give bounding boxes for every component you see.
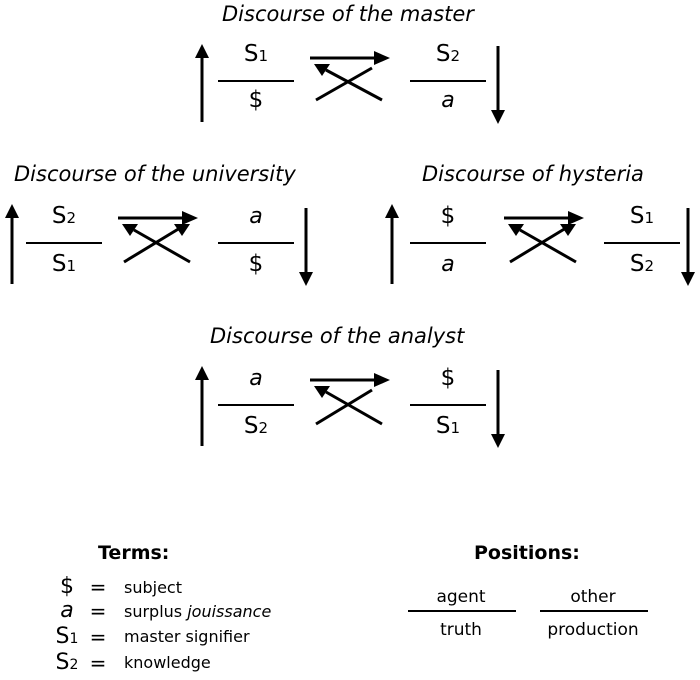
term-symbol-s2: S2 — [55, 650, 79, 675]
production-term: S1 — [435, 413, 461, 439]
term-symbol-barred-s: $ — [60, 574, 74, 599]
down-arrow-icon — [299, 208, 313, 286]
cross-arrows-icon — [314, 64, 383, 102]
fraction-bar — [410, 404, 486, 406]
positions-heading: Positions: — [474, 542, 580, 564]
fraction-bar — [410, 80, 486, 82]
production-term: a — [441, 88, 455, 113]
equals-sign: = — [89, 575, 107, 599]
fraction-bar — [218, 242, 294, 244]
production-term: $ — [248, 251, 264, 277]
cross-arrows-icon — [314, 386, 383, 426]
discourse-university-title: Discourse of the university — [14, 162, 296, 186]
truth-term: $ — [248, 87, 264, 113]
fraction-bar — [604, 242, 680, 244]
down-arrow-icon — [491, 370, 505, 448]
up-arrow-icon — [195, 366, 209, 446]
agent-term: a — [249, 366, 263, 391]
position-other-label: other — [570, 587, 616, 607]
truth-term: a — [441, 252, 455, 277]
term-surplus-jouissance-label: surplus jouissance — [124, 602, 272, 621]
terms-heading: Terms: — [98, 542, 170, 564]
up-arrow-icon — [195, 44, 209, 122]
down-arrow-icon — [681, 208, 695, 286]
term-symbol-s1: S1 — [55, 624, 79, 649]
production-term: S2 — [629, 251, 655, 277]
truth-term: S1 — [51, 251, 77, 277]
term-master-signifier-label: master signifier — [124, 627, 250, 646]
position-truth-label: truth — [440, 620, 482, 640]
agent-term: S1 — [243, 41, 269, 67]
down-arrow-icon — [491, 46, 505, 124]
fraction-bar — [410, 242, 486, 244]
agent-term: S2 — [51, 203, 77, 229]
equals-sign: = — [89, 651, 107, 675]
agent-other-arrow-icon — [310, 373, 390, 387]
fraction-bar — [218, 80, 294, 82]
cross-arrows-icon — [508, 224, 577, 264]
other-term: S2 — [435, 41, 461, 67]
agent-term: $ — [440, 203, 456, 229]
agent-other-arrow-icon — [118, 211, 198, 225]
other-term: a — [249, 204, 263, 229]
truth-term: S2 — [243, 413, 269, 439]
other-term: $ — [440, 365, 456, 391]
fraction-bar — [218, 404, 294, 406]
equals-sign: = — [89, 599, 107, 623]
discourse-analyst-title: Discourse of the analyst — [210, 324, 465, 348]
cross-arrows-icon — [122, 224, 191, 264]
position-agent-label: agent — [436, 587, 486, 607]
equals-sign: = — [89, 625, 107, 649]
agent-other-arrow-icon — [310, 51, 390, 65]
up-arrow-icon — [5, 204, 19, 284]
discourse-master-title: Discourse of the master — [222, 2, 474, 26]
agent-other-arrow-icon — [504, 211, 584, 225]
term-knowledge-label: knowledge — [124, 653, 211, 672]
term-symbol-a: a — [60, 598, 74, 623]
term-subject-label: subject — [124, 578, 182, 597]
up-arrow-icon — [385, 204, 399, 284]
fraction-bar — [26, 242, 102, 244]
fraction-bar — [408, 610, 516, 612]
other-term: S1 — [629, 203, 655, 229]
position-production-label: production — [547, 620, 639, 640]
fraction-bar — [540, 610, 648, 612]
discourse-hysteria-title: Discourse of hysteria — [422, 162, 644, 186]
